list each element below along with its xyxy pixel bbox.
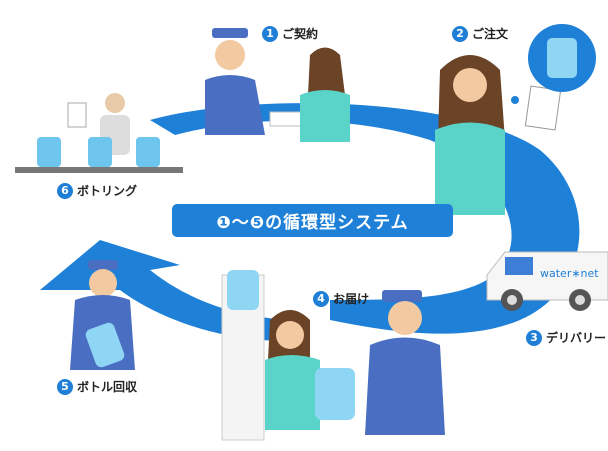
step-label: ボトリング <box>77 184 138 198</box>
step-delivery: 3 デリバリー <box>526 329 606 346</box>
step-label: デリバリー <box>546 331 607 345</box>
bottling-scene <box>15 93 183 173</box>
step-label: ボトル回収 <box>77 380 138 394</box>
order-scene <box>435 24 596 215</box>
step-number: 3 <box>526 329 542 346</box>
step-label: ご契約 <box>282 27 319 41</box>
van-logo-text: water∗net <box>540 267 599 280</box>
step-bottling: 6 ボトリング <box>57 182 137 199</box>
delivery-scene <box>221 270 445 441</box>
step-number: 5 <box>57 378 73 395</box>
step-collection: 5 ボトル回収 <box>57 378 137 395</box>
step-label: ご注文 <box>472 27 509 41</box>
collection-scene <box>70 260 135 370</box>
step-order: 2 ご注文 <box>452 25 508 42</box>
step-handover: 4 お届け <box>313 290 369 307</box>
delivery-van <box>486 251 608 311</box>
step-number: 4 <box>313 290 329 307</box>
step-label: お届け <box>333 292 370 306</box>
step-number: 2 <box>452 25 468 42</box>
contract-scene <box>205 28 350 142</box>
step-number: 6 <box>57 182 73 199</box>
step-contract: 1 ご契約 <box>262 25 318 42</box>
step-number: 1 <box>262 25 278 42</box>
diagram-title: ❶〜❺の循環型システム <box>172 204 453 237</box>
